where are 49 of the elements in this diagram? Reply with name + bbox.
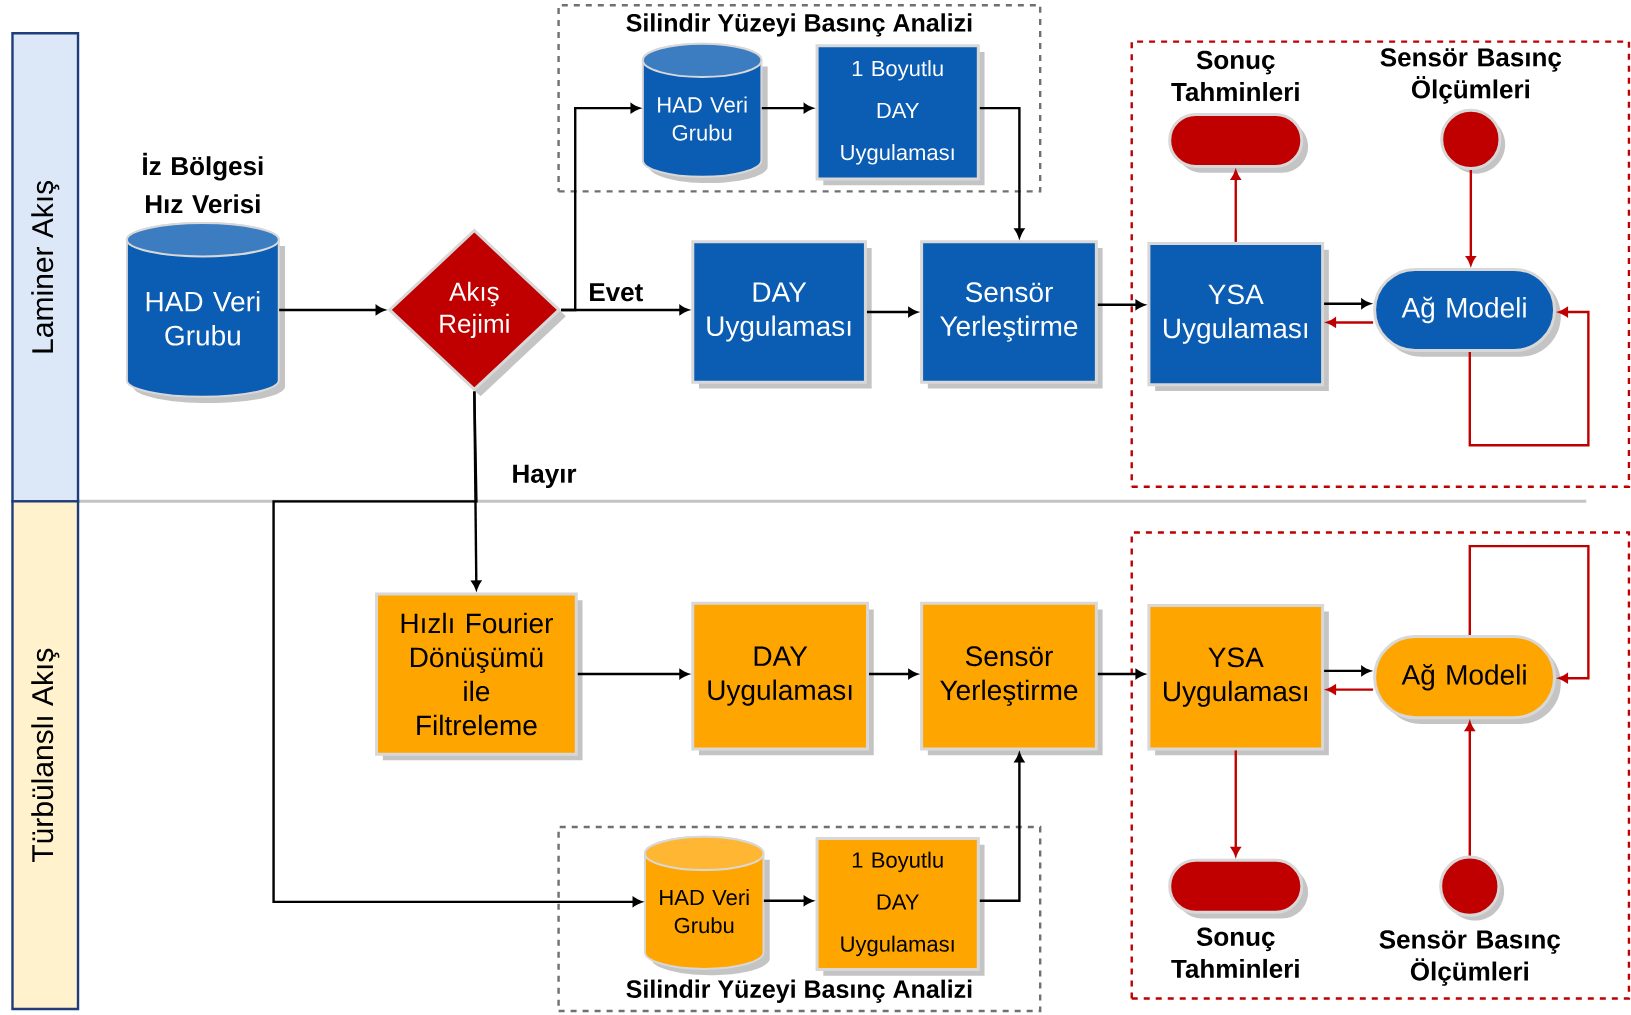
process-box: 1 Boyutlu DAY Uygulaması <box>815 44 985 186</box>
connector-arrow <box>272 391 642 907</box>
process-box: DAY Uygulaması <box>691 240 872 389</box>
rounded-process-box: Ağ Modeli <box>1373 267 1561 357</box>
connector-arrow <box>1324 666 1371 676</box>
connector-arrow <box>763 895 813 906</box>
connector-arrow <box>979 106 1025 238</box>
database-cylinder: HAD Veri Grubu <box>643 835 770 976</box>
lane-header: Türbülanslı Akış <box>11 500 80 1011</box>
connector-arrow <box>761 103 813 113</box>
connector-arrow <box>1097 299 1145 310</box>
connector-arrow <box>279 305 385 315</box>
process-box: DAY Uygulaması <box>691 601 874 756</box>
database-cylinder: HAD Veri Grubu <box>641 42 768 183</box>
connector-arrow <box>1231 170 1241 242</box>
shape-heading: Sonuç Tahminleri <box>1171 50 1299 102</box>
connector-arrow <box>869 669 918 679</box>
connector-arrow <box>1326 317 1374 328</box>
connector-arrow <box>1466 169 1476 266</box>
connector-arrow <box>577 669 689 679</box>
connector-arrow <box>1326 684 1374 695</box>
database-cylinder: HAD Veri Grubu <box>125 222 285 403</box>
dashed-region-frame <box>1130 531 1631 1000</box>
connector-arrow <box>561 103 640 312</box>
process-box: YSA Uygulaması <box>1147 241 1329 391</box>
rounded-process-box: Ağ Modeli <box>1373 635 1561 724</box>
process-box: Sensör Yerleştirme <box>920 240 1103 389</box>
connector-arrow <box>979 752 1025 902</box>
lane-header: Laminer Akış <box>11 32 80 503</box>
process-box: 1 Boyutlu DAY Uygulaması <box>815 836 985 976</box>
process-box: YSA Uygulaması <box>1147 603 1329 756</box>
group-heading: Silindir Yüzeyi Basınç Analizi <box>626 13 972 37</box>
shape-heading: Sonuç Tahminleri <box>1171 927 1299 978</box>
connector-arrow <box>1465 721 1475 856</box>
connector-arrow <box>1468 544 1590 683</box>
process-box: Sensör Yerleştirme <box>920 601 1103 756</box>
connector-arrow <box>866 307 918 317</box>
cylinder-heading: İz Bölgesi Hız Verisi <box>143 152 263 214</box>
edge-label: Evet <box>586 281 646 304</box>
process-box: Hızlı Fourier Dönüşümü ile Filtreleme <box>375 592 583 761</box>
dashed-region-frame <box>1130 40 1631 488</box>
connector-arrow <box>1231 750 1241 857</box>
connector-arrow <box>1324 298 1371 309</box>
shape-heading: Sensör Basınç Ölçümleri <box>1380 48 1562 104</box>
connector-arrow <box>1097 669 1145 679</box>
connector-arrow <box>1468 307 1590 447</box>
group-heading: Silindir Yüzeyi Basınç Analizi <box>626 979 972 1003</box>
shape-heading: Sensör Basınç Ölçümleri <box>1379 930 1561 986</box>
edge-label: Hayır <box>509 462 579 490</box>
